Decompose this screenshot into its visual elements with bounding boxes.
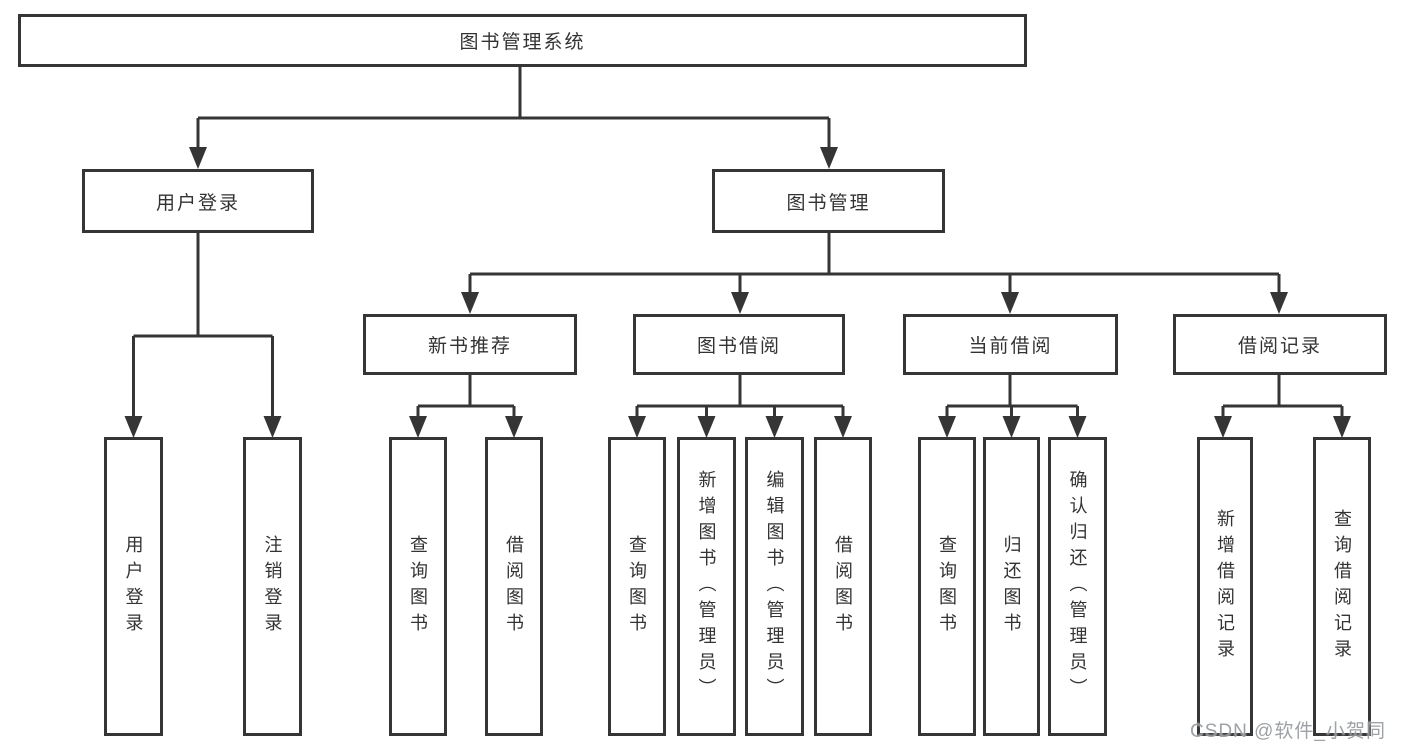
leaf-logout-login: 注销登录 <box>243 437 302 736</box>
leaf-borrow-books: 借阅图书 <box>814 437 872 736</box>
leaf-add-book-admin: 新增图书（管理员） <box>677 437 736 736</box>
node-current-borrow: 当前借阅 <box>903 314 1118 375</box>
leaf-user-login: 用户登录 <box>104 437 163 736</box>
node-root: 图书管理系统 <box>18 14 1027 67</box>
leaf-query-borrow-record: 查询借阅记录 <box>1313 437 1371 736</box>
leaf-borrow-books-recommend: 借阅图书 <box>485 437 543 736</box>
node-user-login: 用户登录 <box>82 169 314 233</box>
node-new-book-recommend: 新书推荐 <box>363 314 577 375</box>
node-borrow-record: 借阅记录 <box>1173 314 1387 375</box>
node-book-borrow: 图书借阅 <box>633 314 845 375</box>
leaf-confirm-return-admin: 确认归还（管理员） <box>1048 437 1107 736</box>
leaf-query-books-current: 查询图书 <box>918 437 976 736</box>
leaf-add-borrow-record: 新增借阅记录 <box>1197 437 1253 736</box>
watermark: CSDN @软件_小贺同学 <box>1190 721 1386 742</box>
leaf-query-books-borrow: 查询图书 <box>608 437 666 736</box>
leaf-query-books-recommend: 查询图书 <box>389 437 447 736</box>
leaf-edit-book-admin: 编辑图书（管理员） <box>745 437 804 736</box>
node-book-management: 图书管理 <box>712 169 945 233</box>
leaf-return-books: 归还图书 <box>983 437 1040 736</box>
